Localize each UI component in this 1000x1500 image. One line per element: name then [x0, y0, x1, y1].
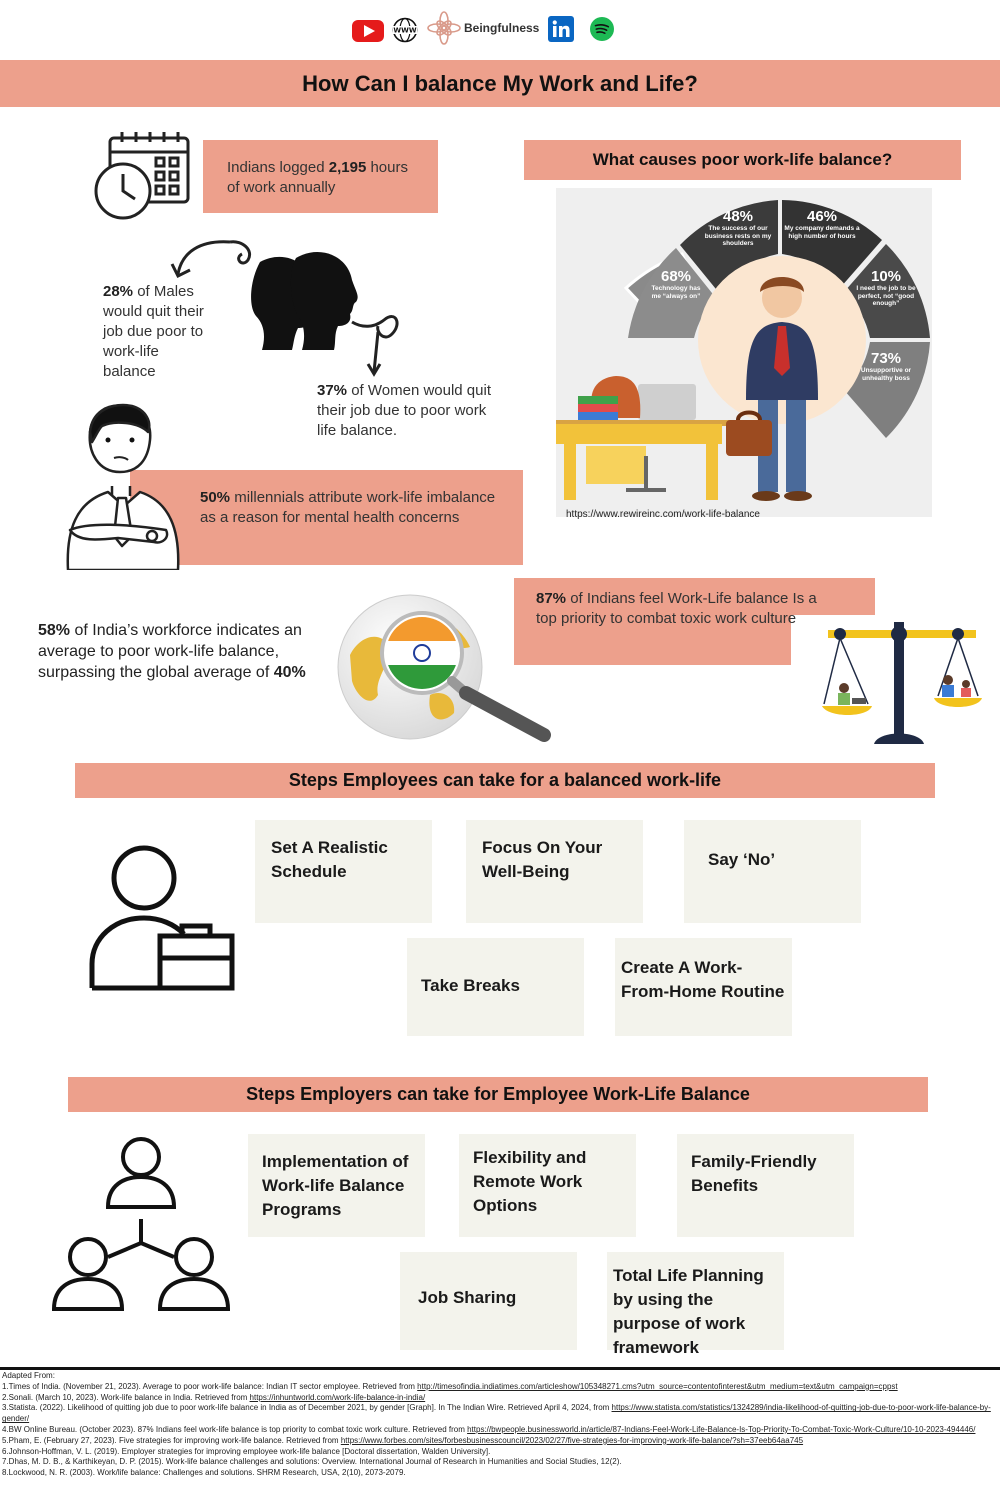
- reference-3-link[interactable]: https://www.statista.com/statistics/1324…: [2, 1403, 991, 1424]
- reference-2-link[interactable]: https://inhuntworld.com/work-life-balanc…: [249, 1392, 426, 1402]
- references-heading: Adapted From:: [2, 1371, 55, 1380]
- cause-segment-4: 10% I need the job to be perfect, not “g…: [856, 268, 916, 307]
- reference-8: 8.Lockwood, N. R. (2003). Work/life bala…: [2, 1468, 406, 1478]
- employer-step-3: Family-Friendly Benefits: [677, 1134, 854, 1237]
- social-bar: WWW Beingfulness: [352, 11, 622, 45]
- www-globe-icon[interactable]: WWW: [392, 17, 418, 43]
- employers-title: Steps Employers can take for Employee Wo…: [246, 1084, 750, 1104]
- priority-stat-shape-lower: [514, 612, 791, 665]
- india-workforce-stat: 58% of India’s workforce indicates an av…: [38, 622, 306, 681]
- causes-panel: 68% Technology has me “always on” 48% Th…: [556, 188, 932, 520]
- employer-step-1: Implementation of Work-life Balance Prog…: [248, 1134, 425, 1237]
- males-stat: 28% of Males would quit their job due po…: [103, 283, 204, 380]
- reference-7: 7.Dhas, M. D. B., & Karthikeyan, D. P. (…: [2, 1457, 622, 1467]
- reference-5: 5.Pham, E. (February 27, 2023). Five str…: [2, 1435, 804, 1445]
- references: Adapted From: 1.Times of India. (Novembe…: [2, 1371, 998, 1479]
- employers-title-banner: Steps Employers can take for Employee Wo…: [68, 1077, 928, 1112]
- linkedin-icon[interactable]: [548, 16, 574, 42]
- cause-segment-1: 68% Technology has me “always on”: [651, 268, 701, 300]
- employer-step-5: Total Life Planning by using the purpose…: [607, 1252, 784, 1357]
- employees-title-banner: Steps Employees can take for a balanced …: [75, 763, 935, 798]
- reference-6: 6.Johnson-Hoffman, V. L. (2019). Employe…: [2, 1446, 491, 1456]
- page-title: How Can I balance My Work and Life?: [302, 71, 698, 96]
- employer-step-4: Job Sharing: [400, 1252, 577, 1350]
- cause-segment-2: 48% The success of our business rests on…: [704, 208, 772, 247]
- reference-5-link[interactable]: https://www.forbes.com/sites/forbesbusin…: [340, 1435, 804, 1445]
- causes-radial-chart: [556, 200, 930, 501]
- employer-step-2: Flexibility and Remote Work Options: [459, 1134, 636, 1237]
- millennials-stat-box: 50% millennials attribute work-life imba…: [130, 470, 523, 565]
- reference-1-link[interactable]: http://timesofindia.indiatimes.com/artic…: [417, 1381, 898, 1391]
- reference-2: 2.Sonali. (March 10, 2023). Work-life ba…: [2, 1392, 426, 1402]
- causes-source[interactable]: https://www.rewireinc.com/work-life-bala…: [566, 509, 760, 520]
- male-female-heads-icon: [170, 240, 399, 377]
- lotus-logo-icon: [427, 11, 461, 45]
- svg-text:WWW: WWW: [393, 27, 416, 35]
- youtube-icon[interactable]: [352, 20, 384, 42]
- reference-4: 4.BW Online Bureau. (October 2023). 87% …: [2, 1424, 976, 1434]
- employee-step-2: Focus On Your Well-Being: [466, 820, 643, 923]
- reference-4-link[interactable]: https://bwpeople.businessworld.in/articl…: [467, 1424, 976, 1434]
- page-title-banner: How Can I balance My Work and Life?: [0, 60, 1000, 107]
- hours-stat-box: Indians logged 2,195 hours of work annua…: [203, 140, 438, 213]
- reference-3: 3.Statista. (2022). Likelihood of quitti…: [2, 1403, 991, 1424]
- india-globe-magnifier-icon: [337, 594, 551, 742]
- cause-segment-3: 46% My company demands a high number of …: [784, 208, 860, 240]
- spotify-icon[interactable]: [590, 17, 614, 41]
- women-stat: 37% of Women would quit their job due to…: [317, 382, 491, 439]
- causes-title: What causes poor work-life balance?: [592, 150, 893, 169]
- brand-name: Beingfulness: [464, 21, 540, 35]
- reference-1: 1.Times of India. (November 21, 2023). A…: [2, 1381, 898, 1391]
- priority-stat: 87% of Indians feel Work-Life balance Is…: [536, 590, 817, 627]
- priority-stat-shape: [514, 578, 875, 615]
- calendar-clock-icon: [94, 132, 190, 220]
- employees-title: Steps Employees can take for a balanced …: [288, 770, 722, 790]
- employee-step-1: Set A Realistic Schedule: [255, 820, 432, 923]
- cause-segment-5: 73% Unsupportive or unhealthy boss: [860, 350, 912, 382]
- employee-step-5: Create A Work-From-Home Routine: [615, 938, 792, 1036]
- team-network-icon: [51, 1137, 231, 1311]
- employee-step-3: Say ‘No’: [684, 820, 861, 923]
- causes-title-banner: What causes poor work-life balance?: [524, 140, 961, 180]
- references-divider: [0, 1367, 1000, 1370]
- employee-step-4: Take Breaks: [407, 938, 584, 1036]
- employee-briefcase-icon: [89, 845, 235, 991]
- balance-scale-icon: [822, 622, 982, 744]
- thinking-man-icon: [66, 403, 180, 570]
